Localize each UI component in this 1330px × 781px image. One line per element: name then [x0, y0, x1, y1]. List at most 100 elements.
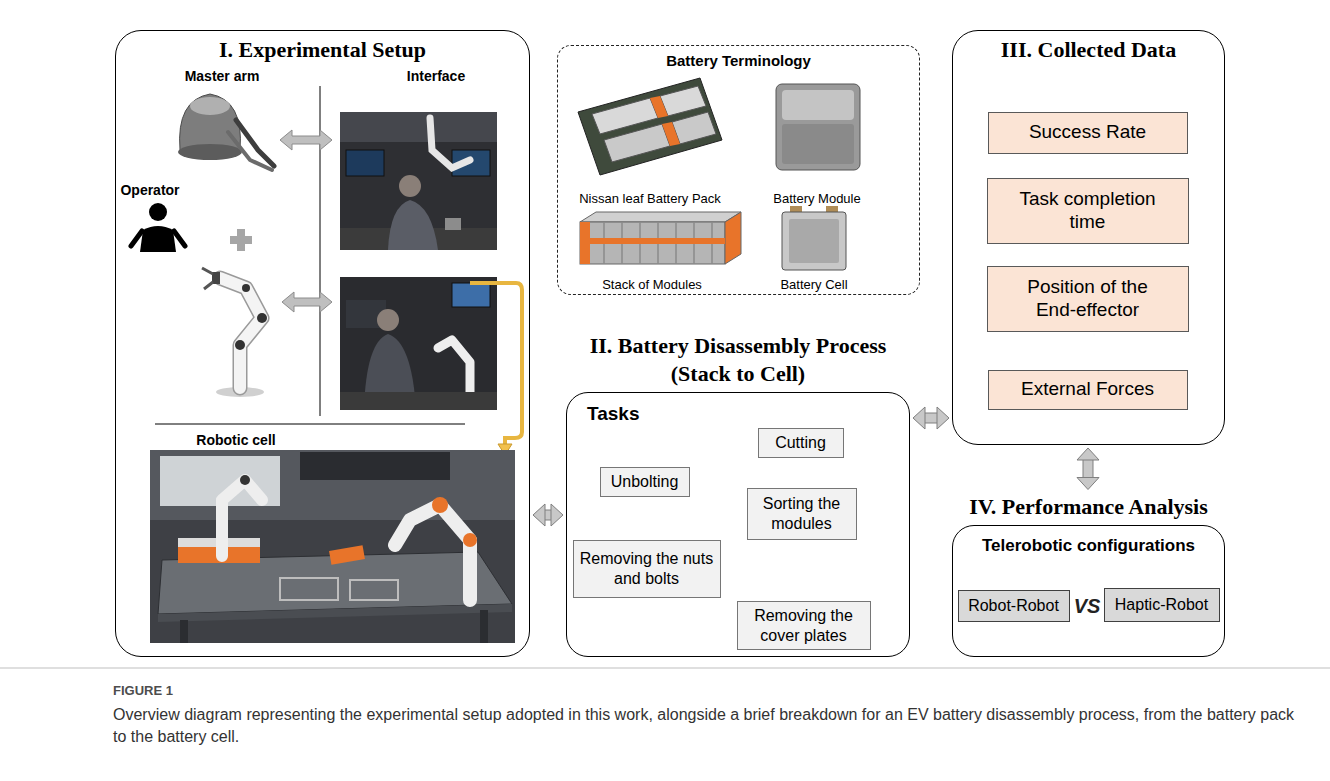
- robotic-cell-photo: [222, 480, 262, 556]
- robotic-cell-photo: [350, 580, 398, 600]
- box-text: Haptic-Robot: [1115, 595, 1208, 614]
- cell-label: Robotic cell: [196, 432, 275, 448]
- process-box: Removing the nuts and bolts: [573, 540, 721, 598]
- battery-cell-picture: [789, 219, 839, 263]
- setup-double-arrows: [280, 130, 332, 312]
- operator-icon: [149, 203, 167, 221]
- robotic-cell-photo: [240, 475, 250, 485]
- picture-caption: Stack of Modules: [602, 277, 702, 292]
- data-box: Task completion time: [987, 178, 1189, 244]
- robotic-cell-photo: [280, 578, 338, 600]
- box-text: External Forces: [1021, 378, 1154, 401]
- master-arm-device: [190, 97, 230, 115]
- process-box: Removing the cover plates: [737, 601, 871, 650]
- subheading: Telerobotic configurations: [953, 536, 1224, 556]
- robot-arm: [235, 340, 245, 350]
- connector-group: [1088, 460, 1089, 478]
- link-arrow: [470, 283, 522, 455]
- subheading: Tasks: [587, 403, 639, 425]
- interface-photo: [340, 112, 497, 142]
- interface-photo: [340, 112, 497, 250]
- connector-outline: [925, 413, 937, 424]
- data-box: External Forces: [988, 370, 1188, 410]
- interface-photo: [430, 118, 470, 168]
- battery-module-picture: [782, 124, 854, 164]
- robot-arm: [202, 268, 213, 289]
- module-stack-picture: [725, 212, 741, 264]
- battery-pack-picture: [672, 112, 716, 144]
- data-box: Position of the End-effector: [987, 266, 1189, 332]
- link-arrow: [470, 283, 522, 444]
- section-panel: I. Experimental Setup: [115, 30, 530, 657]
- robotic-cell-photo: [150, 450, 515, 520]
- versus-mark: VS: [1074, 595, 1101, 618]
- module-stack-picture: [590, 238, 725, 244]
- battery-module-picture: [776, 84, 860, 170]
- operator-photo: [340, 392, 497, 410]
- connector-outline: [1083, 460, 1094, 478]
- battery-module-picture: [782, 90, 854, 120]
- robot-arm: [220, 278, 262, 388]
- battery-pack-picture: [578, 78, 722, 175]
- connector-group: [545, 515, 551, 516]
- device-label: Interface: [407, 68, 465, 84]
- battery-pack-picture: [660, 86, 706, 116]
- battery-cell-picture: [782, 206, 846, 270]
- robotic-cell-photo: [329, 545, 365, 565]
- section-heading: I. Experimental Setup: [116, 37, 529, 63]
- box-text: Success Rate: [1029, 121, 1146, 144]
- module-stack-picture: [580, 222, 725, 264]
- battery-cell-picture: [782, 212, 846, 270]
- robotic-cell-photo: [158, 604, 512, 622]
- battery-pack-picture: [662, 122, 680, 146]
- robotic-cell-photo: [150, 450, 515, 643]
- panel-divider-lines: [155, 424, 465, 425]
- process-box: Cutting: [758, 428, 844, 458]
- master-arm-device: [178, 144, 242, 160]
- battery-pack-picture: [604, 124, 670, 162]
- data-box: Success Rate: [988, 112, 1188, 154]
- box-text: Task completion time: [1006, 188, 1170, 234]
- operator-label: Operator: [120, 182, 179, 198]
- figure-divider: [0, 668, 1330, 669]
- process-box: Sorting the modules: [747, 488, 857, 540]
- operator-icon: [140, 226, 176, 252]
- battery-module-picture: [776, 84, 860, 170]
- setup-double-arrows: [282, 292, 332, 312]
- setup-double-arrows: [280, 130, 332, 150]
- box-text: Cutting: [775, 433, 826, 452]
- interface-photo: [340, 112, 497, 250]
- plus-symbol: [237, 229, 245, 251]
- picture-caption: Nissan leaf Battery Pack: [579, 191, 721, 206]
- master-arm-device: [236, 120, 274, 166]
- battery-pack-picture: [578, 78, 722, 175]
- robot-arm: [242, 284, 250, 292]
- robotic-cell-photo: [300, 452, 450, 480]
- operator-photo: [340, 277, 497, 410]
- module-stack-picture: [580, 212, 741, 264]
- interface-photo: [388, 200, 438, 250]
- robotic-cell-photo: [480, 610, 488, 643]
- robot-arm: [202, 268, 267, 397]
- master-arm-device: [180, 94, 241, 150]
- box-text: Removing the cover plates: [742, 606, 866, 644]
- box-text: Unbolting: [611, 472, 679, 491]
- robotic-cell-photo: [463, 533, 477, 547]
- robotic-cell-photo: [150, 450, 515, 643]
- figure-caption: Overview diagram representing the experi…: [113, 704, 1303, 748]
- double-arrow: [1084, 460, 1093, 478]
- picture-caption: Battery Cell: [780, 277, 847, 292]
- plus-symbol: [230, 229, 252, 251]
- terminology-box: Battery Terminology: [557, 45, 920, 295]
- master-arm-device: [228, 132, 272, 170]
- double-arrow: [925, 414, 937, 423]
- figure-divider: [0, 668, 1330, 669]
- module-stack-picture: [580, 212, 741, 222]
- interface-photo: [346, 150, 384, 176]
- section-heading: III. Collected Data: [953, 37, 1224, 63]
- analysis-panel: Robot-RobotHaptic-RobotIV. Performance A…: [952, 525, 1225, 657]
- robot-arm: [220, 278, 262, 388]
- connector-group: [925, 418, 937, 419]
